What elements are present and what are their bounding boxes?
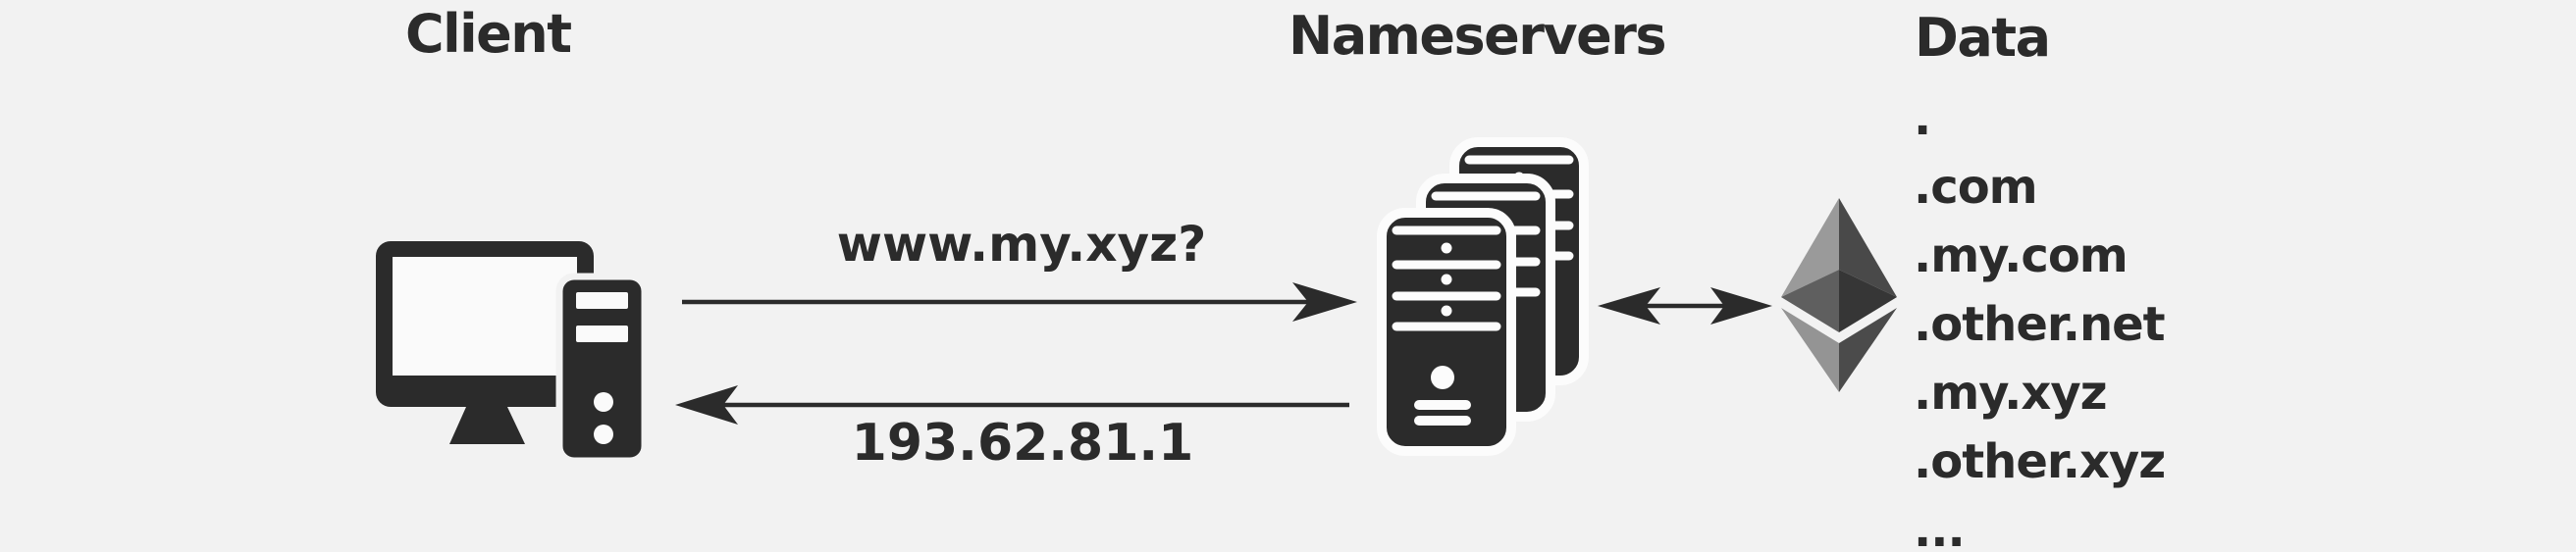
eth-face-bottom-left [1781,308,1839,392]
tower-case [555,273,649,465]
data-zone-list: . .com .my.com .other.net .my.xyz .other… [1914,84,2166,552]
arrowhead-right [1292,282,1357,322]
server-tower-front [1377,208,1516,456]
data-zone-item: . [1914,91,1931,146]
server-stack-icon [1377,137,1589,456]
monitor-stand [449,407,525,444]
query-arrow [682,282,1357,322]
eth-face-top-left [1781,198,1839,297]
lookup-double-arrow [1598,287,1772,325]
eth-face-bottom-right [1839,308,1897,392]
eth-face-top-right [1839,198,1897,297]
client-heading: Client [405,3,572,65]
data-zone-item: .my.com [1914,228,2129,283]
ethereum-icon [1781,198,1897,392]
arrowhead-left [1598,287,1660,325]
desktop-computer-icon [376,241,649,465]
response-arrow [675,385,1349,425]
data-zone-item: .other.xyz [1914,434,2166,489]
arrowhead-right [1710,287,1772,325]
data-heading: Data [1915,7,2051,69]
data-zone-item: .com [1914,160,2038,215]
data-zone-item: .my.xyz [1914,366,2108,421]
tower-button [594,425,613,444]
data-zone-item: .other.net [1914,297,2166,352]
data-zone-item: ... [1914,503,1966,552]
response-label: 193.62.81.1 [851,414,1194,473]
nameservers-heading: Nameservers [1288,5,1667,67]
eth-face-mid-right [1839,270,1897,332]
tower-slot [576,326,628,342]
monitor-screen [393,257,577,376]
arrowhead-left [675,385,738,425]
query-label: www.my.xyz? [836,216,1207,273]
tower-button [594,392,613,412]
tower-slot [576,292,628,309]
eth-face-mid-left [1781,270,1839,332]
